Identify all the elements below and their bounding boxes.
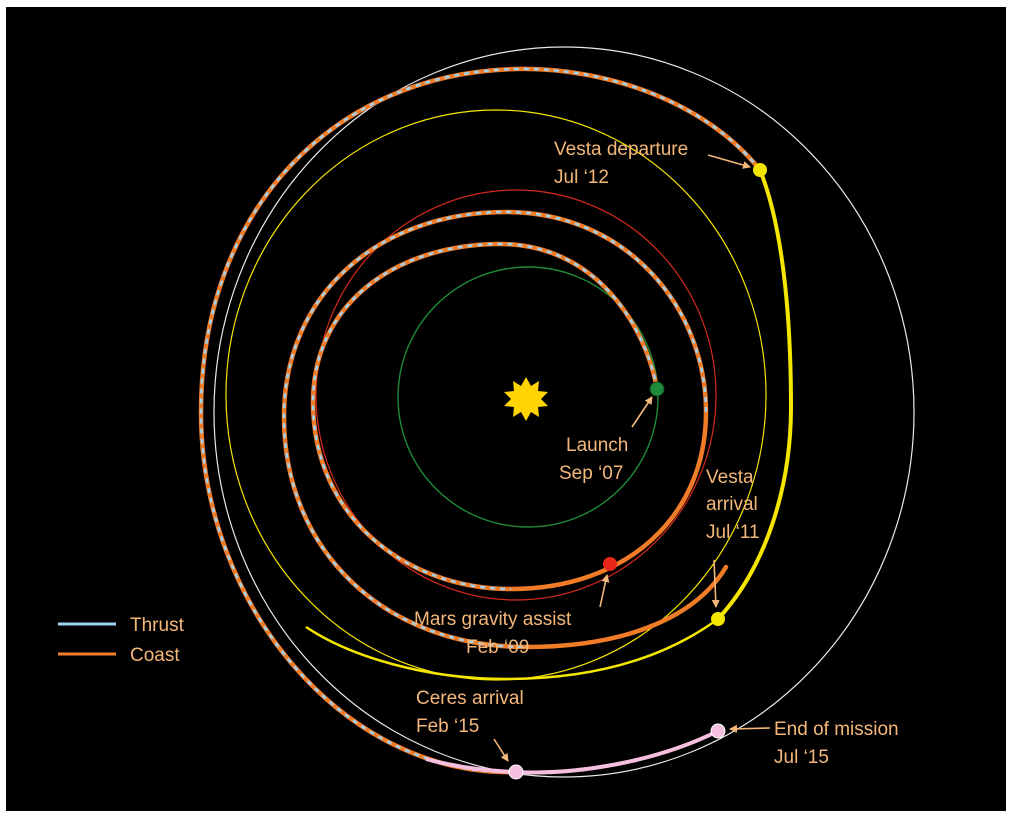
orbit-diagram: Vesta departure Jul ‘12 Launch Sep ‘07 V… bbox=[58, 46, 915, 780]
vesta-arrival-arrow bbox=[711, 559, 720, 608]
launch-date: Sep ‘07 bbox=[559, 463, 623, 484]
trajectory-spiral bbox=[198, 66, 763, 775]
ceres-leg-arc bbox=[515, 729, 719, 775]
mars-assist-label: Mars gravity assist bbox=[414, 609, 572, 630]
end-mission-label: End of mission bbox=[774, 719, 899, 740]
vesta-orbit bbox=[225, 109, 767, 681]
outer-thrust-segment bbox=[199, 67, 761, 774]
mars-assist-arrow bbox=[599, 574, 610, 608]
legend-coast-label: Coast bbox=[130, 645, 180, 666]
end-mission-marker bbox=[710, 723, 726, 739]
ceres-arrival-marker bbox=[508, 764, 524, 780]
ceres-arrival-arrow bbox=[493, 738, 509, 762]
vesta-departure-date: Jul ‘12 bbox=[554, 167, 609, 188]
vesta-orbit-lower-arc bbox=[305, 617, 719, 681]
sun-icon bbox=[504, 377, 548, 421]
legend-thrust-label: Thrust bbox=[130, 615, 185, 636]
mars-assist-marker bbox=[603, 557, 617, 571]
launch-label: Launch bbox=[566, 435, 628, 456]
earth-orbit bbox=[397, 266, 659, 528]
diagram-frame: Vesta departure Jul ‘12 Launch Sep ‘07 V… bbox=[6, 7, 1006, 811]
earth-launch-marker bbox=[649, 381, 665, 397]
spiral-thrust-segment bbox=[311, 242, 659, 591]
vesta-arrival-date: Jul ‘11 bbox=[706, 522, 760, 543]
ceres-arrival-label: Ceres arrival bbox=[416, 688, 524, 709]
ceres-arrival-date: Feb ‘15 bbox=[416, 716, 479, 737]
mars-orbit bbox=[315, 189, 717, 601]
vesta-departure-marker bbox=[753, 163, 767, 177]
launch-arrow bbox=[631, 396, 653, 428]
mars-assist-date: Feb ‘09 bbox=[466, 637, 529, 658]
vesta-arrival-label-line2: arrival bbox=[706, 494, 758, 515]
end-mission-date: Jul ‘15 bbox=[774, 747, 829, 768]
vesta-stay-arc bbox=[716, 169, 794, 621]
ceres-approach-arc bbox=[425, 757, 517, 774]
vesta-departure-arrow bbox=[707, 154, 751, 169]
ceres-orbit bbox=[213, 46, 915, 778]
spiral-coast-segment bbox=[281, 209, 729, 650]
vesta-arrival-marker bbox=[711, 612, 725, 626]
vesta-departure-label: Vesta departure bbox=[554, 139, 688, 160]
spiral-thrust-segment-2 bbox=[282, 210, 708, 649]
legend: Thrust Coast bbox=[58, 615, 185, 666]
end-mission-arrow bbox=[729, 724, 771, 733]
vesta-arrival-label-line1: Vesta bbox=[706, 467, 754, 488]
